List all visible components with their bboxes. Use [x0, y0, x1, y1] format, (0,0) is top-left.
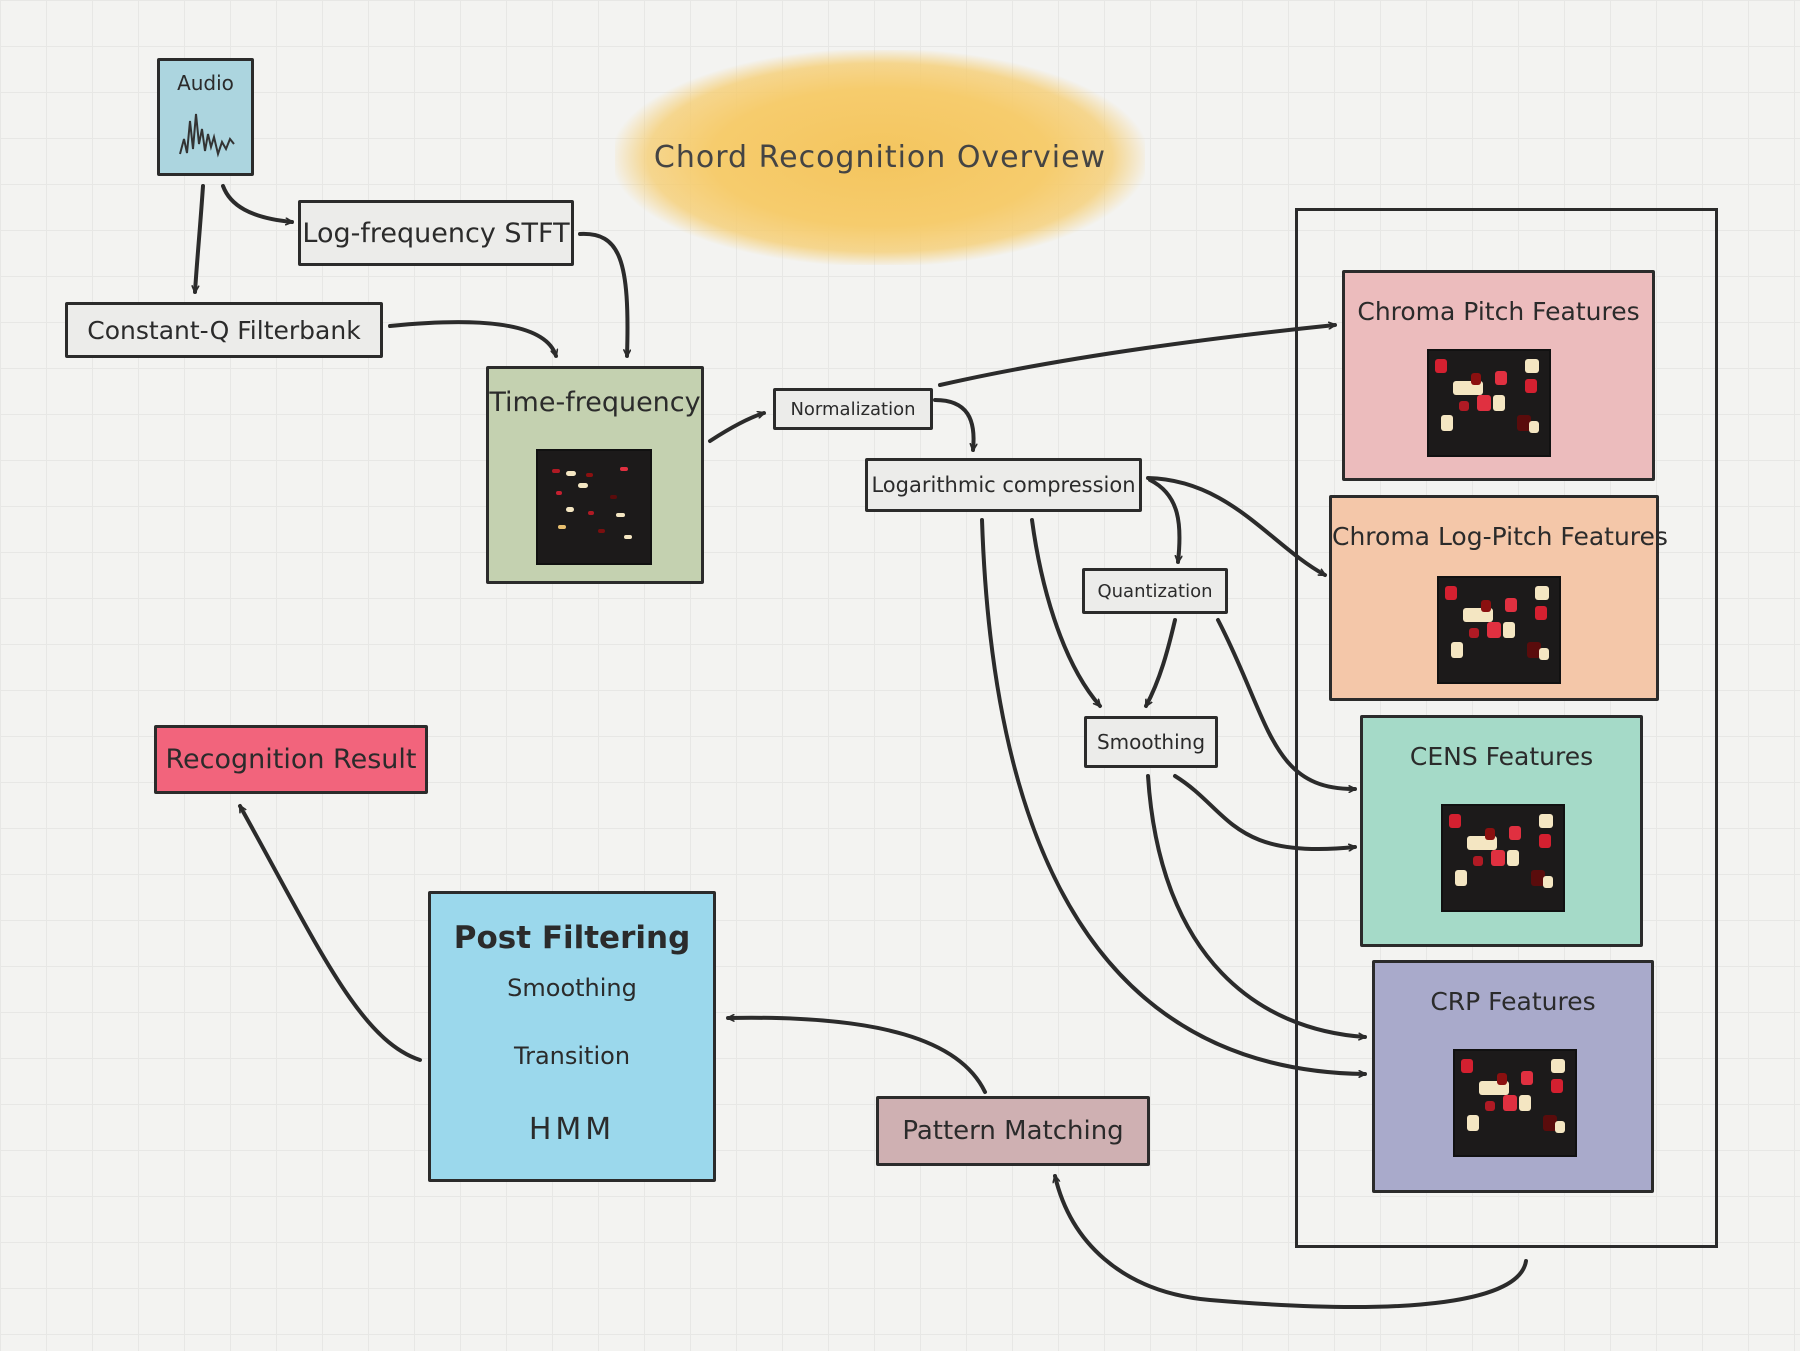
post-filtering-item-transition: Transition — [513, 1042, 631, 1070]
arrow-audio-to-log-stft — [221, 184, 294, 222]
post-filtering-node[interactable]: Post Filtering Smoothing Transition HMM — [428, 891, 716, 1182]
quantization-label: Quantization — [1097, 580, 1213, 602]
time-frequency-node[interactable]: Time-frequency — [486, 366, 704, 584]
log-frequency-stft-node[interactable]: Log-frequency STFT — [298, 200, 574, 266]
arrow-normalization-to-chroma-pitch — [938, 325, 1337, 387]
logarithmic-compression-label: Logarithmic compression — [871, 473, 1136, 497]
pattern-matching-label: Pattern Matching — [902, 1116, 1124, 1146]
arrow-quantization-to-smoothing — [1144, 618, 1177, 708]
spectrogram-thumbnail — [536, 449, 652, 565]
constant-q-filterbank-node[interactable]: Constant-Q Filterbank — [65, 302, 383, 358]
audio-label: Audio — [177, 71, 234, 95]
audio-node[interactable]: Audio — [157, 58, 254, 176]
arrow-pattern-matching-to-post-filtering — [726, 1018, 987, 1094]
chroma-pitch-features-label: Chroma Pitch Features — [1357, 297, 1640, 326]
logarithmic-compression-node[interactable]: Logarithmic compression — [865, 458, 1142, 512]
log-frequency-stft-label: Log-frequency STFT — [302, 217, 570, 249]
arrow-time-frequency-to-normalization — [708, 413, 766, 443]
time-frequency-label: Time-frequency — [489, 387, 701, 418]
cens-thumbnail — [1441, 804, 1565, 912]
chroma-pitch-thumbnail — [1427, 349, 1551, 457]
arrow-audio-to-constant-q — [195, 184, 205, 294]
cens-features-node[interactable]: CENS Features — [1360, 715, 1643, 947]
cens-features-label: CENS Features — [1409, 742, 1594, 771]
constant-q-filterbank-label: Constant-Q Filterbank — [87, 315, 361, 345]
arrow-normalization-to-log-compression — [933, 398, 974, 452]
pattern-matching-node[interactable]: Pattern Matching — [876, 1096, 1150, 1166]
post-filtering-item-hmm: HMM — [528, 1112, 616, 1147]
arrow-log-compression-to-crp — [980, 518, 1367, 1074]
crp-features-label: CRP Features — [1430, 987, 1596, 1016]
arrow-smoothing-to-crp — [1146, 774, 1367, 1037]
normalization-label: Normalization — [790, 398, 916, 420]
chroma-pitch-features-node[interactable]: Chroma Pitch Features — [1342, 270, 1655, 481]
quantization-node[interactable]: Quantization — [1082, 568, 1228, 614]
recognition-result-label: Recognition Result — [165, 744, 417, 775]
diagram-title: Chord Recognition Overview — [653, 140, 1107, 175]
arrow-log-compression-to-chroma-log-pitch — [1146, 476, 1327, 577]
arrow-feature-panel-to-pattern-matching — [1055, 1174, 1528, 1310]
arrow-quantization-to-cens — [1216, 618, 1357, 789]
chroma-log-pitch-features-label: Chroma Log-Pitch Features — [1332, 522, 1668, 551]
arrow-constant-q-to-time-frequency — [388, 320, 556, 358]
smoothing-label: Smoothing — [1096, 730, 1206, 754]
waveform-icon — [179, 113, 235, 158]
arrow-log-compression-to-smoothing — [1030, 518, 1102, 708]
chroma-log-pitch-thumbnail — [1437, 576, 1561, 684]
crp-features-node[interactable]: CRP Features — [1372, 960, 1654, 1193]
normalization-node[interactable]: Normalization — [773, 388, 933, 430]
post-filtering-title: Post Filtering — [453, 920, 691, 956]
arrow-log-compression-to-quantization — [1148, 478, 1180, 564]
chroma-log-pitch-features-node[interactable]: Chroma Log-Pitch Features — [1329, 495, 1668, 701]
recognition-result-node[interactable]: Recognition Result — [154, 725, 428, 794]
feature-panel — [1295, 208, 1718, 1248]
arrow-post-filtering-to-recognition-result — [238, 804, 422, 1062]
title-cloud: Chord Recognition Overview — [615, 50, 1145, 265]
crp-thumbnail — [1453, 1049, 1577, 1157]
post-filtering-item-smoothing: Smoothing — [507, 974, 637, 1002]
smoothing-node[interactable]: Smoothing — [1084, 716, 1218, 768]
arrow-smoothing-to-cens — [1173, 774, 1357, 849]
